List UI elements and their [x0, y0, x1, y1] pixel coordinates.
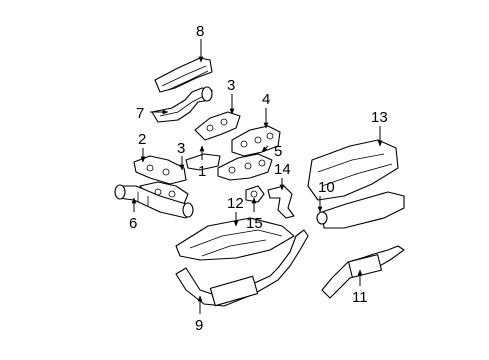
part-12-underbody-shield[interactable] [175, 217, 295, 261]
part-5-manifold-gasket[interactable] [217, 153, 273, 181]
callout-13: 13 [371, 109, 388, 126]
callout-6: 6 [129, 215, 137, 232]
callout-labels: 8 7 3 4 5 2 3 1 6 9 11 12 13 14 10 15 [129, 23, 388, 334]
callout-4: 4 [262, 91, 270, 108]
callout-14: 14 [274, 161, 291, 178]
part-11-tailpipe[interactable] [321, 245, 405, 299]
part-15-hanger[interactable] [245, 185, 265, 203]
callout-15: 15 [246, 215, 263, 232]
part-8-heat-shield[interactable] [154, 57, 213, 93]
callout-9: 9 [195, 317, 203, 334]
callout-5: 5 [274, 143, 282, 160]
part-4-exhaust-manifold[interactable] [231, 125, 281, 157]
callout-8: 8 [196, 23, 204, 40]
callout-3-lower: 3 [177, 140, 185, 157]
callout-3-upper: 3 [227, 77, 235, 94]
callout-10: 10 [318, 179, 335, 196]
callout-2: 2 [138, 131, 146, 148]
callout-1: 1 [198, 163, 206, 180]
callout-11: 11 [352, 289, 368, 306]
leader-lines [131, 39, 383, 314]
part-14-bracket[interactable] [267, 185, 295, 219]
part-6-converter-pipe[interactable] [114, 184, 194, 219]
part-3-gasket-upper[interactable] [194, 111, 241, 141]
callout-12: 12 [227, 195, 244, 212]
part-10-muffler[interactable] [316, 191, 405, 229]
part-13-heat-shield[interactable] [307, 139, 399, 201]
part-9-intermediate-pipe[interactable] [175, 229, 309, 307]
part-1-gasket[interactable] [185, 153, 221, 171]
callout-7: 7 [136, 105, 144, 122]
part-2-exhaust-manifold[interactable] [133, 155, 187, 185]
